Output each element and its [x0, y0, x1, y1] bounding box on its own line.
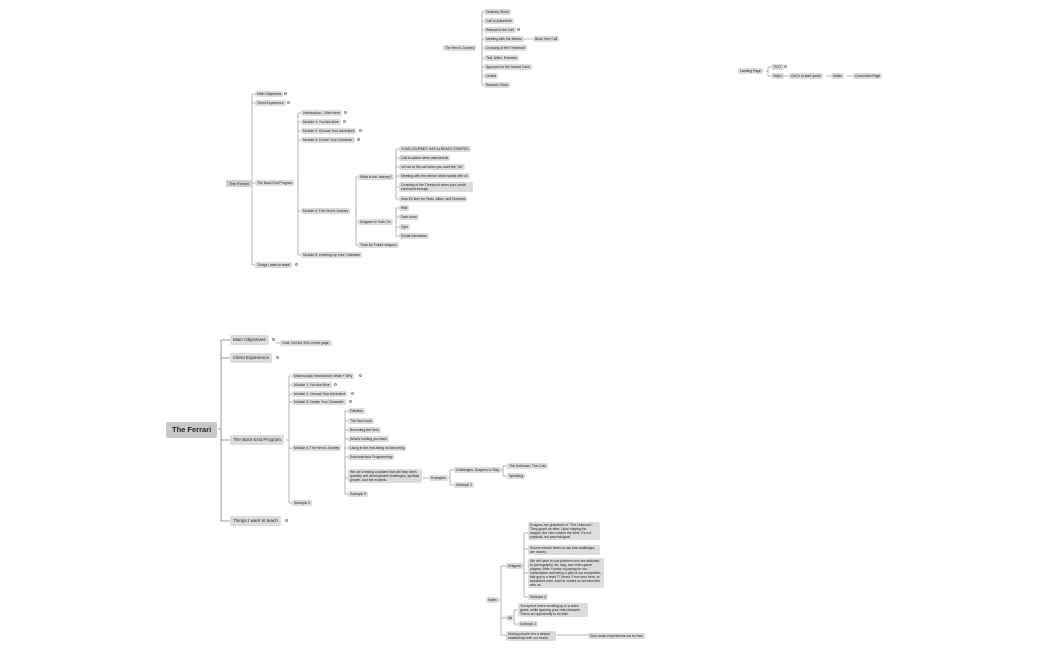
fb-m4-item[interactable]: Filtration	[348, 408, 366, 414]
fb-unknown[interactable]: The Unknown: The Cold	[507, 463, 548, 469]
connected-page-node[interactable]: Connected Page	[853, 73, 883, 79]
ad-node[interactable]: Ad	[506, 615, 515, 621]
collapse-count-icon[interactable]	[517, 27, 520, 31]
dragons-note[interactable]: We will have to one platform who are add…	[528, 558, 604, 588]
fb-subtopic-5[interactable]: Subtopic 5	[348, 491, 369, 497]
collapse-count-icon[interactable]	[359, 128, 362, 132]
collapse-count-icon[interactable]	[272, 338, 275, 341]
fb-main-objectives[interactable]: Main Objectives	[230, 335, 269, 345]
fs-client-experience[interactable]: Client Experience	[255, 100, 286, 106]
hj-step[interactable]: Meeting with the Mentor	[484, 36, 525, 42]
dragons-note[interactable]: Subtopic 4	[528, 594, 549, 600]
collapse-count-icon[interactable]	[343, 119, 346, 123]
fb-challenges[interactable]: Challenges: Dragons to Slay	[454, 467, 501, 473]
fb-subtopic-2[interactable]: Subtopic 2	[454, 482, 475, 488]
driving-node[interactable]: Driving people into a deeper relationshi…	[506, 631, 556, 641]
hj-step[interactable]: Approach to the Inmost Cave	[484, 64, 532, 70]
hj-step[interactable]: Ordinary World	[484, 9, 511, 15]
fb-module-2[interactable]: Module 2: Choose Your Adventure	[292, 391, 348, 397]
fs-module-4[interactable]: Module 4: The Hero's Journey	[301, 208, 351, 214]
book-call-node[interactable]: Book Your Call	[533, 36, 560, 42]
fs-journey-item[interactable]: Crossing of the Threshold when your cred…	[399, 182, 473, 192]
fs-module-5[interactable]: Module 5: Leveling Up Your Character	[301, 252, 363, 258]
fs-intro[interactable]: Introduction – Start Here	[301, 110, 342, 116]
get-in-node[interactable]: Get in to start quest	[789, 73, 823, 79]
fb-system-note[interactable]: We are creating a system that will help …	[348, 469, 422, 483]
fb-module-1[interactable]: Module 1: You Are Alive	[292, 382, 332, 388]
fs-backend[interactable]: The Back-End Program	[255, 180, 295, 186]
fb-m4-item[interactable]: Becoming the Hero	[348, 427, 382, 433]
fs-journey-item[interactable]: YOUR JOURNEY HAS ALREADY STARTED	[399, 146, 471, 152]
collapse-count-icon[interactable]	[357, 137, 360, 141]
fs-dragon-item[interactable]: Wiki	[399, 205, 410, 211]
collapse-count-icon[interactable]	[349, 399, 352, 403]
fs-dragon-item[interactable]: Dark room	[399, 214, 419, 220]
fs-journey-item[interactable]: Now it's time for Tests, Allies, and Ene…	[399, 196, 468, 202]
dragons-node[interactable]: Dragons	[506, 563, 523, 569]
fs-journey-item[interactable]: roll out to the call when you want the "…	[399, 164, 465, 170]
fs-module-2[interactable]: Module 2: Choose Your Adventure	[301, 128, 357, 134]
dragons-note[interactable]: Source ebook/ fixers to use this challen…	[528, 545, 600, 555]
collapse-count-icon[interactable]	[285, 519, 288, 522]
collapse-count-icon[interactable]	[295, 262, 298, 266]
intake-node[interactable]: Intake	[831, 73, 845, 79]
hj-step[interactable]: Ordeal	[484, 73, 499, 79]
collapse-count-icon[interactable]	[276, 356, 279, 359]
fb-m4-item[interactable]: Living in the end-being vs Becoming	[348, 445, 407, 451]
fb-module-3[interactable]: Module 3: Create Your Character	[292, 399, 346, 405]
fs-main-objectives[interactable]: Main Objectives	[255, 91, 284, 97]
fb-client-experience[interactable]: Client Experience	[230, 353, 273, 363]
collapse-count-icon[interactable]	[284, 91, 287, 95]
fb-subtopic-3[interactable]: Subtopic 3	[292, 500, 313, 506]
fb-m4-item[interactable]: What's holding you back	[348, 436, 389, 442]
landing-page-node[interactable]: Landing Page	[738, 68, 763, 74]
audio-node[interactable]: Give audio experiences out for free	[588, 633, 645, 639]
fs-module-3[interactable]: Module 3: Create Your Character	[301, 137, 355, 143]
hj-step[interactable]: Reward / Boon	[484, 82, 511, 88]
fb-m4-item[interactable]: The hard work	[348, 418, 374, 424]
hj-step[interactable]: Call to Adventure	[484, 18, 514, 24]
fb-backend[interactable]: The Back-End Program	[230, 435, 284, 445]
fb-m4-item[interactable]: Subconscious Programming	[348, 454, 395, 460]
fs-dragon-item[interactable]: Social Interaction	[399, 233, 430, 239]
ferrari-small-root[interactable]: The Ferrari	[226, 180, 252, 187]
fs-journey-item[interactable]: Call-to-action when watched all	[399, 155, 450, 161]
hj-step[interactable]: Refusal to the Call	[484, 27, 516, 33]
hj-step[interactable]: Test, Allies, Enemies	[484, 55, 520, 61]
landing-video-node[interactable]: Video	[771, 73, 784, 79]
fs-what-journey[interactable]: What is the Journey?	[358, 174, 394, 180]
fb-things[interactable]: Things I want to teach	[230, 516, 281, 526]
dragons-note[interactable]: Dragons are guardians of "The Unknown". …	[528, 522, 600, 540]
fb-macro[interactable]: Macroscopic Introduction: What + Why	[292, 373, 355, 379]
collapse-count-icon[interactable]	[784, 64, 787, 68]
fb-speaking[interactable]: Speaking	[507, 473, 526, 479]
collapse-count-icon[interactable]	[287, 100, 290, 104]
fs-journey-item[interactable]: Meeting with the mentor when speak with …	[399, 173, 470, 179]
heros-journey-node[interactable]: The Hero's Journey	[443, 45, 477, 51]
notes-node[interactable]: Notes	[486, 597, 499, 603]
ad-note[interactable]: Subtopic 1	[518, 621, 539, 627]
fs-tools[interactable]: Tools for Future dragons	[358, 242, 399, 248]
collapse-count-icon[interactable]	[351, 391, 354, 395]
fb-examples[interactable]: Examples	[429, 475, 448, 481]
hj-step[interactable]: Crossing of the Threshold	[484, 45, 527, 51]
collapse-count-icon[interactable]	[334, 382, 337, 386]
collapse-count-icon[interactable]	[344, 110, 347, 114]
fb-goal[interactable]: Goal: Get the 30% on the page.	[280, 340, 332, 346]
fs-module-1[interactable]: Module 1: You Are Alive	[301, 119, 341, 125]
fs-things[interactable]: Things I want to teach	[255, 262, 293, 268]
ad-note[interactable]: You spend hours scrolling up in a video …	[518, 603, 588, 617]
ferrari-big-root[interactable]: The Ferrari	[166, 422, 218, 438]
fs-dragon-item[interactable]: Gym	[399, 224, 411, 230]
fb-module-4[interactable]: Module 4: The Hero's Journey	[292, 445, 342, 451]
fs-dragons[interactable]: Dragons to Train On	[358, 219, 393, 225]
collapse-count-icon[interactable]	[359, 373, 362, 377]
landing-text-node[interactable]: TEXT	[771, 64, 784, 70]
